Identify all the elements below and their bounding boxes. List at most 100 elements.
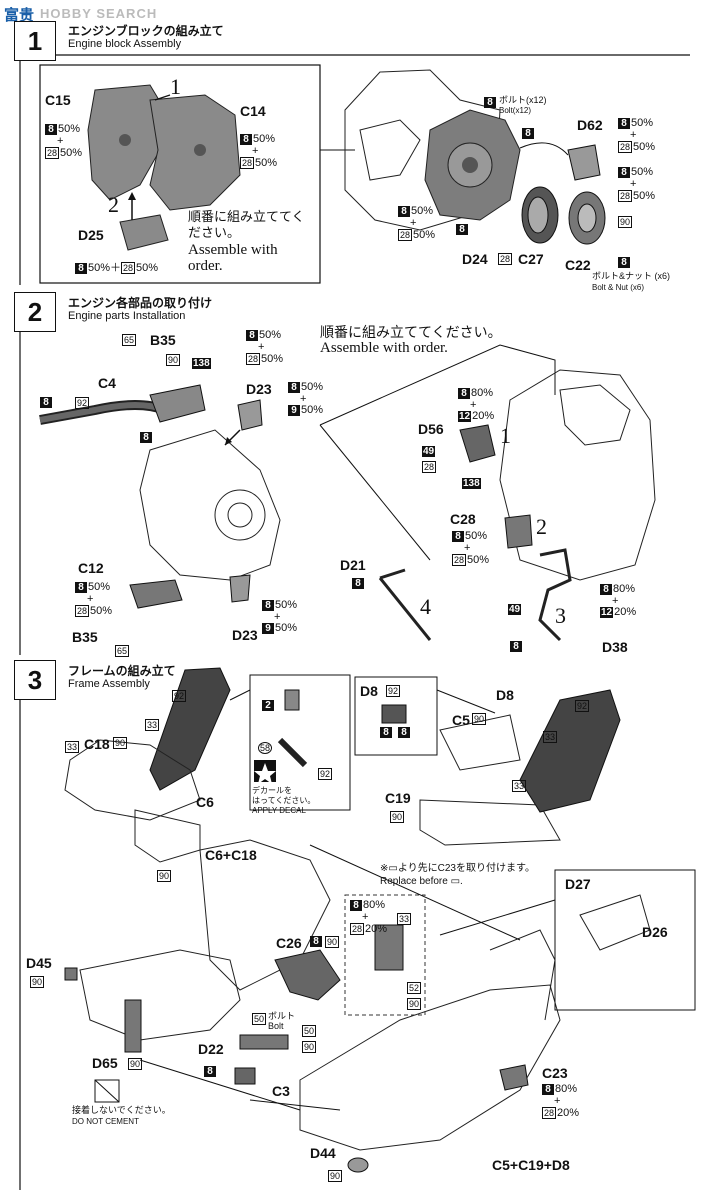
- d24-badge-8: 8: [456, 224, 469, 235]
- part-d23-bottom: D23: [232, 627, 258, 643]
- boltnut-badge-8: 8: [618, 257, 631, 268]
- part-c19: C19: [385, 790, 411, 806]
- part-c27: C27: [518, 251, 544, 267]
- d8-inset-badge-8a: 8: [380, 727, 393, 738]
- d56-badge-49: 49: [422, 446, 436, 457]
- step2-order-note-jp: 順番に組み立ててください。: [320, 324, 502, 340]
- bolt-label-jp: ボルト: [268, 1011, 296, 1021]
- bolt-label-en: Bolt: [268, 1021, 284, 1031]
- part-d44: D44: [310, 1145, 336, 1161]
- c6-badge-90: 90: [157, 870, 172, 882]
- step1-title-jp: エンジンブロックの組み立て: [68, 24, 224, 38]
- part-d21: D21: [340, 557, 366, 573]
- c18-badge-33b: 33: [65, 741, 80, 753]
- cyl-badge-90: 90: [407, 998, 422, 1010]
- part-d25: D25: [78, 227, 104, 243]
- part-d65: D65: [92, 1055, 118, 1071]
- part-c14: C14: [240, 103, 266, 119]
- d24-plus: +: [410, 217, 417, 229]
- bolt-badge-50b: 50: [302, 1025, 317, 1037]
- c18-badge-90: 90: [113, 737, 128, 749]
- part-b35-top: B35: [150, 332, 176, 348]
- bolt-badge-90: 90: [302, 1041, 317, 1053]
- part-c22: C22: [565, 257, 591, 273]
- part-d22: D22: [198, 1041, 224, 1057]
- b35-badge-90: 90: [166, 354, 181, 366]
- d38-plus: +: [612, 595, 619, 607]
- d8-inset-badge-8b: 8: [398, 727, 411, 738]
- part-c18: C18: [84, 736, 110, 752]
- step1-number: 1: [14, 21, 56, 61]
- order-2: 2: [108, 192, 119, 217]
- d65-badge-90: 90: [128, 1058, 143, 1070]
- replace-note-en: Replace before ▭.: [380, 876, 463, 887]
- no-cement-jp: 接着しないでください。: [72, 1105, 171, 1115]
- d38-badge-49: 49: [508, 604, 522, 615]
- part-c28: C28: [450, 511, 476, 527]
- c23-plus: +: [554, 1095, 561, 1107]
- decal-note-en: APPLY DECAL: [252, 806, 306, 815]
- cover-badge-8: 8: [522, 128, 535, 139]
- c18-badge-33a: 33: [145, 719, 160, 731]
- step1-order-note-en: Assemble with order.: [188, 242, 278, 274]
- d23b-plus: +: [274, 611, 281, 623]
- c27-badge-28: 28: [498, 253, 513, 265]
- part-c3: C3: [272, 1083, 290, 1099]
- part-d8-inset: D8: [360, 683, 378, 699]
- step2-number: 2: [14, 292, 56, 332]
- b35b-badge-65: 65: [115, 645, 130, 657]
- part-c26: C26: [276, 935, 302, 951]
- step2-order-3: 3: [555, 603, 566, 628]
- bolt12-jp: ボルト(x12): [499, 95, 547, 105]
- c12-plus: +: [87, 593, 94, 605]
- d21-badge-8: 8: [352, 578, 365, 589]
- decal-note-jp2: はってください。: [252, 796, 316, 805]
- c14-plus: +: [252, 145, 259, 157]
- c26-badge-90: 90: [325, 936, 340, 948]
- bolt12-badge: 8: [484, 97, 497, 108]
- part-c15: C15: [45, 92, 71, 108]
- step3-number: 3: [14, 660, 56, 700]
- c5-badge-90: 90: [472, 713, 487, 725]
- c4-badge-8b: 8: [140, 432, 153, 443]
- c19-badge-90: 90: [390, 811, 405, 823]
- c22-plus: +: [630, 178, 637, 190]
- d62-plus: +: [630, 129, 637, 141]
- c19-badge-33b: 33: [512, 780, 527, 792]
- decal-badge-92: 92: [318, 768, 333, 780]
- c19-badge-33a: 33: [543, 731, 558, 743]
- corner-logo: 富贵: [4, 7, 35, 24]
- step2-order-note-en: Assemble with order.: [320, 340, 448, 356]
- part-d62: D62: [577, 117, 603, 133]
- part-c12: C12: [78, 560, 104, 576]
- step1-title-en: Engine block Assembly: [68, 38, 182, 50]
- part-d23-top: D23: [246, 381, 272, 397]
- bolt-badge-50a: 50: [252, 1013, 267, 1025]
- step2-title-en: Engine parts Installation: [68, 310, 186, 322]
- no-cement-en: DO NOT CEMENT: [72, 1117, 139, 1126]
- part-d26: D26: [642, 924, 668, 940]
- step3-title-en: Frame Assembly: [68, 678, 150, 690]
- order-1: 1: [170, 74, 181, 99]
- part-d56: D56: [418, 421, 444, 437]
- bolt12-en: Bolt(x12): [499, 106, 532, 115]
- step1-order-note-jp: 順番に組み立ててください。: [188, 209, 305, 240]
